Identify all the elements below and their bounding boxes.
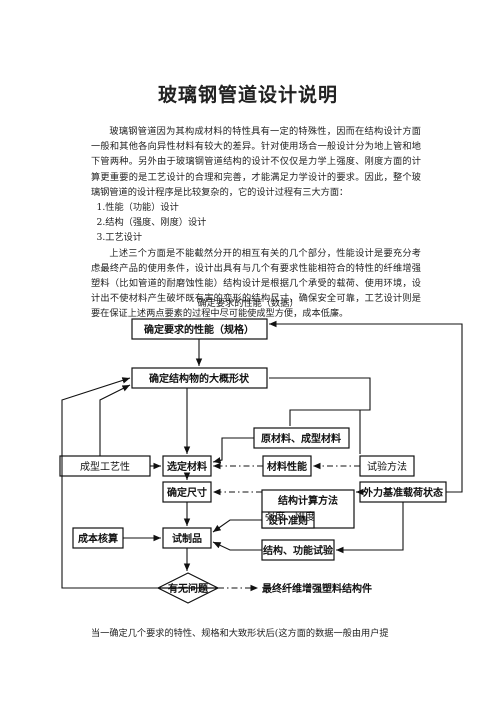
label-cost: 成本核算	[78, 532, 118, 545]
label-props: 材料性能	[267, 460, 307, 473]
intro-paragraph: 玻璃钢管道因为其构成材料的特性具有一定的特殊性，因而在结构设计方面一般和其他各向…	[91, 126, 421, 198]
label-calc2: 强度、刚度	[265, 510, 315, 523]
label-molding: 成型工艺性	[80, 460, 130, 473]
label-final: 最终纤维增强塑料结构件	[262, 582, 372, 595]
label-trial: 试制品	[172, 532, 202, 545]
page-title: 玻璃钢管道设计说明	[157, 84, 338, 106]
second-paragraph: 上述三个方面是不能截然分开的相互有关的几个部分，性能设计是要充分考虑最终产品的使…	[91, 247, 421, 320]
label-raw: 原材料、成型材料	[261, 432, 341, 445]
label-test-method: 试验方法	[367, 460, 407, 473]
figure-caption: 确定要求的性能（数据）	[197, 298, 299, 309]
box-shape	[131, 367, 268, 389]
label-rules: 设计准则	[268, 514, 308, 527]
list-item-2: 2.结构（强度、刚度）设计	[96, 217, 207, 229]
body-text: 玻璃钢管道因为其构成材料的特性具有一定的特殊性，因而在结构设计方面一般和其他各向…	[91, 124, 421, 322]
list-item-3: 3.工艺设计	[96, 232, 143, 244]
label-calc1: 结构计算方法	[278, 494, 338, 507]
label-requirements: 确定要求的性能（规格）	[144, 323, 254, 336]
label-load: 外力基准载荷状态	[362, 486, 443, 499]
label-problem: 有无问题	[168, 582, 209, 595]
label-size: 确定尺寸	[167, 486, 207, 499]
bottom-text: 当一确定几个要求的特性、规格和大致形状后(这方面的数据一般由用户提	[91, 628, 389, 639]
label-struct-test: 结构、功能试验	[263, 544, 334, 557]
list-item-1: 1.性能（功能）设计	[96, 202, 179, 214]
label-select: 选定材料	[167, 460, 207, 473]
label-shape: 确定结构物的大概形状	[149, 372, 250, 385]
